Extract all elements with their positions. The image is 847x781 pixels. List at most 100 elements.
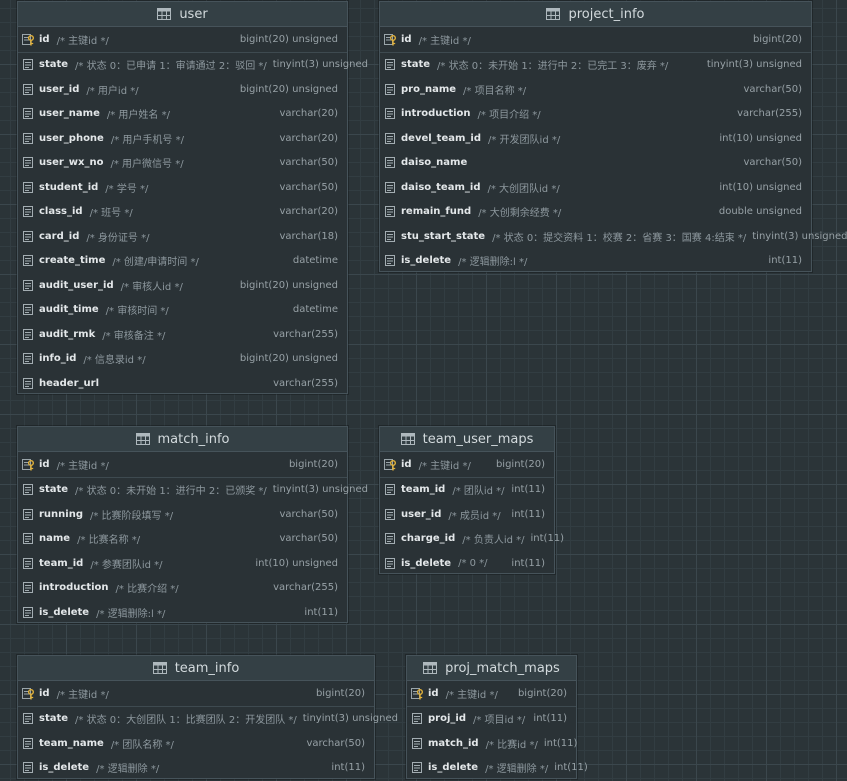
column-type: int(10) unsigned bbox=[719, 132, 802, 144]
column-row[interactable]: is_delete/* 逻辑删除 */int(11) bbox=[407, 756, 588, 781]
column-row[interactable]: proj_id/* 项目id */int(11) bbox=[407, 707, 576, 732]
column-row[interactable]: audit_time/* 审核时间 */datetime bbox=[18, 298, 347, 323]
table-header[interactable]: user bbox=[18, 2, 347, 27]
column-comment: /* 0 */ bbox=[458, 557, 488, 569]
column-name: charge_id bbox=[401, 533, 456, 545]
column-row[interactable]: name/* 比赛名称 */varchar(50) bbox=[18, 527, 347, 552]
column-row[interactable]: user_id/* 用户id */bigint(20) unsigned bbox=[18, 77, 347, 102]
column-row[interactable]: state/* 状态 0：大创团队 1：比赛团队 2：开发团队 */tinyin… bbox=[18, 707, 398, 732]
column-name: introduction bbox=[39, 582, 109, 594]
column-row[interactable]: student_id/* 学号 */varchar(50) bbox=[18, 175, 347, 200]
column-row[interactable]: team_id/* 团队id */int(11) bbox=[380, 478, 554, 503]
column-type: bigint(20) unsigned bbox=[239, 353, 338, 365]
column-row[interactable]: pro_name/* 项目名称 */varchar(50) bbox=[380, 77, 811, 102]
column-row[interactable]: state/* 状态 0：已申请 1：审请通过 2：驳回 */tinyint(3… bbox=[18, 53, 368, 78]
table-project-info[interactable]: project_info id/* 主键id */bigint(20) state /… bbox=[379, 1, 847, 274]
column-row[interactable]: team_id/* 参赛团队id */int(10) unsigned bbox=[18, 551, 347, 576]
column-row[interactable]: audit_user_id/* 审核人id */bigint(20) unsig… bbox=[18, 273, 347, 298]
column-icon bbox=[22, 132, 35, 145]
column-icon bbox=[22, 303, 35, 316]
table-team-info[interactable]: team_info id/* 主键id */bigint(20)state/* 状… bbox=[17, 655, 398, 781]
column-comment: /* 主键id */ bbox=[56, 689, 109, 701]
column-comment: /* 用户id */ bbox=[86, 85, 139, 97]
table-name: team_info bbox=[174, 660, 240, 676]
column-comment: /* 逻辑删除 */ bbox=[96, 764, 160, 776]
column-icon bbox=[384, 156, 397, 169]
table-header[interactable]: team_user_maps bbox=[380, 427, 554, 452]
column-row[interactable]: daiso_team_id/* 大创团队id */int(10) unsigne… bbox=[380, 175, 811, 200]
column-comment: /* 主键id */ bbox=[56, 460, 109, 472]
column-row[interactable]: is_delete/* 0 */int(11) bbox=[380, 551, 554, 576]
column-row[interactable]: user_wx_no/* 用户微信号 */varchar(50) bbox=[18, 151, 347, 176]
column-type: int(11) bbox=[543, 737, 578, 749]
primary-key-icon bbox=[22, 458, 35, 471]
column-name: create_time bbox=[39, 255, 106, 267]
column-icon bbox=[22, 377, 35, 390]
column-name: id bbox=[428, 687, 439, 699]
column-icon bbox=[384, 107, 397, 120]
column-comment: /* 大创剩余经费 */ bbox=[478, 208, 562, 220]
table-header[interactable]: team_info bbox=[18, 656, 374, 681]
column-name: user_name bbox=[39, 108, 100, 120]
table-header[interactable]: proj_match_maps bbox=[407, 656, 576, 681]
column-icon bbox=[22, 156, 35, 169]
column-row[interactable]: introduction/* 项目介绍 */varchar(255) bbox=[380, 102, 811, 127]
column-row[interactable]: id/* 主键id */bigint(20) bbox=[18, 452, 347, 478]
column-row[interactable]: is_delete/* 逻辑删除:l */int(11) bbox=[380, 249, 811, 274]
column-row[interactable]: audit_rmk/* 审核备注 */varchar(255) bbox=[18, 322, 347, 347]
column-comment: /* 创建/申请时间 */ bbox=[112, 257, 199, 269]
column-row[interactable]: info_id/* 信息录id */bigint(20) unsigned bbox=[18, 347, 347, 372]
column-icon bbox=[22, 181, 35, 194]
column-type: varchar(255) bbox=[737, 108, 802, 120]
column-name: stu_start_state bbox=[401, 230, 486, 242]
column-row[interactable]: devel_team_id/* 开发团队id */int(10) unsigne… bbox=[380, 126, 811, 151]
table-header[interactable]: match_info bbox=[18, 427, 347, 452]
column-row[interactable]: card_id/* 身份证号 */varchar(18) bbox=[18, 224, 347, 249]
table-name: project_info bbox=[568, 6, 645, 22]
column-row[interactable]: is_delete/* 逻辑删除 */int(11) bbox=[18, 756, 374, 781]
column-row[interactable]: state/* 状态 0：未开始 1：进行中 2：已颁奖 */tinyint(3… bbox=[18, 478, 368, 503]
column-row[interactable]: id/* 主键id */bigint(20) bbox=[18, 681, 374, 707]
column-name: card_id bbox=[39, 230, 80, 242]
column-type: int(10) unsigned bbox=[255, 557, 338, 569]
column-name: daiso_team_id bbox=[401, 181, 481, 193]
column-comment: /* 逻辑删除:l */ bbox=[458, 257, 528, 269]
column-row[interactable]: class_id/* 班号 */varchar(20) bbox=[18, 200, 347, 225]
column-row[interactable]: charge_id/* 负责人id */int(11) bbox=[380, 527, 564, 552]
column-row[interactable]: introduction/* 比赛介绍 */varchar(255) bbox=[18, 576, 347, 601]
column-row[interactable]: team_name/* 团队名称 */varchar(50) bbox=[18, 731, 374, 756]
column-row[interactable]: id/* 主键id */bigint(20) bbox=[380, 27, 811, 53]
column-row[interactable]: user_phone/* 用户手机号 */varchar(20) bbox=[18, 126, 347, 151]
column-row[interactable]: user_id/* 成员id */int(11) bbox=[380, 502, 554, 527]
column-row[interactable]: create_time/* 创建/申请时间 */datetime bbox=[18, 249, 347, 274]
column-row[interactable]: user_name/* 用户姓名 */varchar(20) bbox=[18, 102, 347, 127]
column-icon bbox=[22, 107, 35, 120]
column-type: varchar(50) bbox=[743, 83, 802, 95]
column-type: varchar(50) bbox=[279, 533, 338, 545]
column-row[interactable]: running/* 比赛阶段填写 */varchar(50) bbox=[18, 502, 347, 527]
column-row[interactable]: id/* 主键id */bigint(20) unsigned bbox=[18, 27, 347, 53]
table-proj-match-maps[interactable]: proj_match_maps id/* 主键id */bigint(20)pro… bbox=[406, 655, 588, 781]
column-name: user_phone bbox=[39, 132, 104, 144]
column-row[interactable]: state/* 状态 0：未开始 1：进行中 2：已完工 3：废弃 */tiny… bbox=[380, 53, 811, 78]
column-row[interactable]: stu_start_state/* 状态 0：提交资料 1：校赛 2：省赛 3：… bbox=[380, 224, 847, 249]
column-name: id bbox=[401, 33, 412, 45]
column-row[interactable]: match_id/* 比赛id */int(11) bbox=[407, 731, 578, 756]
column-name: state bbox=[401, 59, 431, 71]
column-icon bbox=[384, 58, 397, 71]
column-type: double unsigned bbox=[718, 206, 802, 218]
column-row[interactable]: is_delete/* 逻辑删除:l */int(11) bbox=[18, 600, 347, 625]
column-type: datetime bbox=[292, 304, 338, 316]
column-row[interactable]: id/* 主键id */bigint(20) bbox=[380, 452, 554, 478]
column-type: varchar(50) bbox=[279, 157, 338, 169]
column-comment: /* 状态 0：未开始 1：进行中 2：已完工 3：废弃 */ bbox=[437, 61, 669, 73]
column-row[interactable]: id/* 主键id */bigint(20) bbox=[407, 681, 576, 707]
table-header[interactable]: project_info bbox=[380, 2, 811, 27]
column-row[interactable]: remain_fund/* 大创剩余经费 */double unsigned bbox=[380, 200, 811, 225]
table-name: proj_match_maps bbox=[445, 660, 560, 676]
